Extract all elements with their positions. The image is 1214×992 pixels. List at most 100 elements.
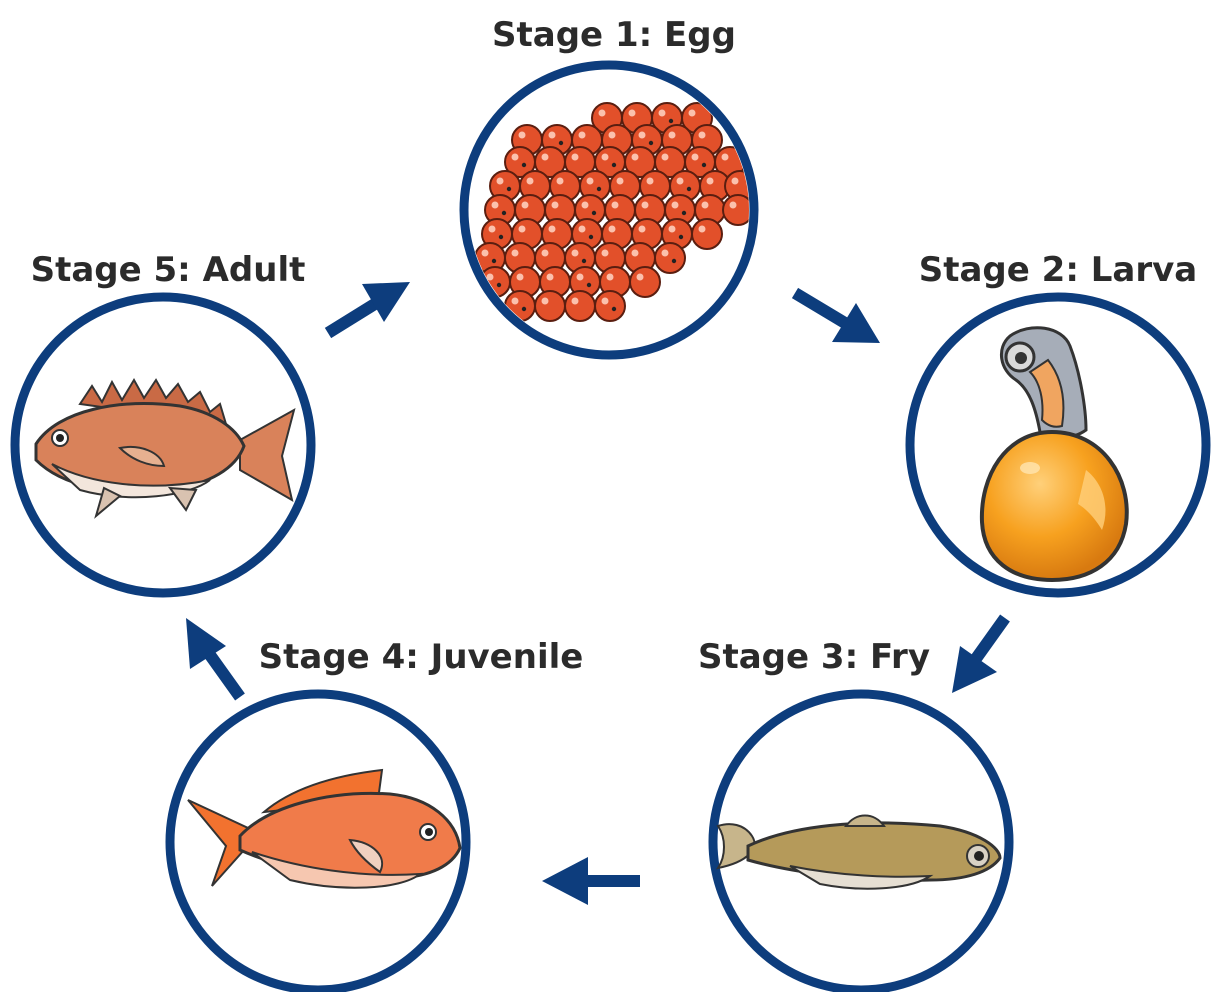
egg-highlight — [517, 274, 524, 281]
egg-highlight — [572, 154, 579, 161]
egg-highlight — [512, 298, 519, 305]
egg-highlight — [527, 178, 534, 185]
egg-eyespot — [499, 235, 503, 239]
egg-eyespot — [589, 235, 593, 239]
egg — [723, 195, 753, 225]
stage-1-egg-node — [464, 65, 755, 355]
egg-eyespot — [559, 141, 563, 145]
arrow-larva-to-fry — [952, 618, 1005, 693]
egg-highlight — [579, 226, 586, 233]
egg-highlight — [632, 154, 639, 161]
egg-eyespot — [582, 259, 586, 263]
egg-highlight — [582, 202, 589, 209]
egg-highlight — [572, 250, 579, 257]
egg-highlight — [549, 226, 556, 233]
egg-highlight — [647, 178, 654, 185]
egg — [655, 243, 685, 273]
egg-eyespot — [592, 211, 596, 215]
egg — [595, 291, 625, 321]
egg-eyespot — [672, 259, 676, 263]
egg-highlight — [489, 226, 496, 233]
egg-highlight — [602, 298, 609, 305]
egg-highlight — [547, 274, 554, 281]
egg-highlight — [482, 250, 489, 257]
egg-highlight — [707, 178, 714, 185]
egg-highlight — [577, 274, 584, 281]
egg-highlight — [542, 154, 549, 161]
egg-highlight — [617, 178, 624, 185]
egg-highlight — [519, 226, 526, 233]
egg-eyespot — [497, 283, 501, 287]
egg-highlight — [557, 178, 564, 185]
egg-highlight — [699, 132, 706, 139]
egg-highlight — [519, 132, 526, 139]
egg-highlight — [587, 178, 594, 185]
egg-highlight — [512, 154, 519, 161]
egg-eyespot — [502, 211, 506, 215]
egg-highlight — [642, 202, 649, 209]
egg-highlight — [579, 132, 586, 139]
egg-highlight — [497, 178, 504, 185]
stage-4-juvenile-node — [170, 694, 466, 990]
egg-highlight — [607, 274, 614, 281]
egg-highlight — [669, 226, 676, 233]
egg-highlight — [639, 132, 646, 139]
egg-highlight — [492, 202, 499, 209]
stage-3-fry-node — [713, 694, 1009, 990]
egg-highlight — [512, 250, 519, 257]
egg-highlight — [609, 132, 616, 139]
egg-eyespot — [587, 283, 591, 287]
egg-highlight — [677, 178, 684, 185]
egg-highlight — [632, 250, 639, 257]
arrow-egg-to-larva — [795, 293, 880, 343]
egg-highlight — [522, 202, 529, 209]
egg-highlight — [549, 132, 556, 139]
egg-eyespot — [522, 163, 526, 167]
arrow-juvenile-to-adult — [186, 618, 240, 697]
stage-5-adult-node — [15, 297, 311, 593]
egg-highlight — [572, 298, 579, 305]
egg-highlight — [637, 274, 644, 281]
egg-highlight — [669, 132, 676, 139]
stage-2-label: Stage 2: Larva — [919, 250, 1198, 290]
egg-highlight — [692, 154, 699, 161]
stage-3-label: Stage 3: Fry — [698, 637, 930, 677]
egg-eyespot — [679, 235, 683, 239]
egg-highlight — [602, 154, 609, 161]
egg-highlight — [599, 110, 606, 117]
egg-highlight — [609, 226, 616, 233]
egg-highlight — [722, 154, 729, 161]
stage-1-label: Stage 1: Egg — [492, 15, 736, 55]
egg-highlight — [662, 250, 669, 257]
egg-highlight — [612, 202, 619, 209]
egg-eyespot — [612, 307, 616, 311]
stage-4-label: Stage 4: Juvenile — [259, 637, 584, 677]
egg-highlight — [662, 154, 669, 161]
egg-eyespot — [612, 163, 616, 167]
egg-eyespot — [702, 163, 706, 167]
arrow-adult-to-egg — [328, 282, 410, 333]
egg — [565, 291, 595, 321]
egg-highlight — [487, 274, 494, 281]
egg-highlight — [732, 178, 739, 185]
egg-highlight — [699, 226, 706, 233]
egg-highlight — [552, 202, 559, 209]
egg — [630, 267, 660, 297]
egg-highlight — [659, 110, 666, 117]
stage-2-larva-node — [910, 297, 1206, 593]
egg-highlight — [730, 202, 737, 209]
egg-highlight — [702, 202, 709, 209]
egg-eyespot — [687, 187, 691, 191]
egg-eyespot — [649, 141, 653, 145]
egg-highlight — [689, 110, 696, 117]
egg-highlight — [639, 226, 646, 233]
egg-eyespot — [507, 187, 511, 191]
egg-eyespot — [492, 259, 496, 263]
egg-eyespot — [682, 211, 686, 215]
egg-eyespot — [669, 119, 673, 123]
egg-highlight — [672, 202, 679, 209]
egg-highlight — [542, 298, 549, 305]
egg-highlight — [602, 250, 609, 257]
egg-eyespot — [522, 307, 526, 311]
